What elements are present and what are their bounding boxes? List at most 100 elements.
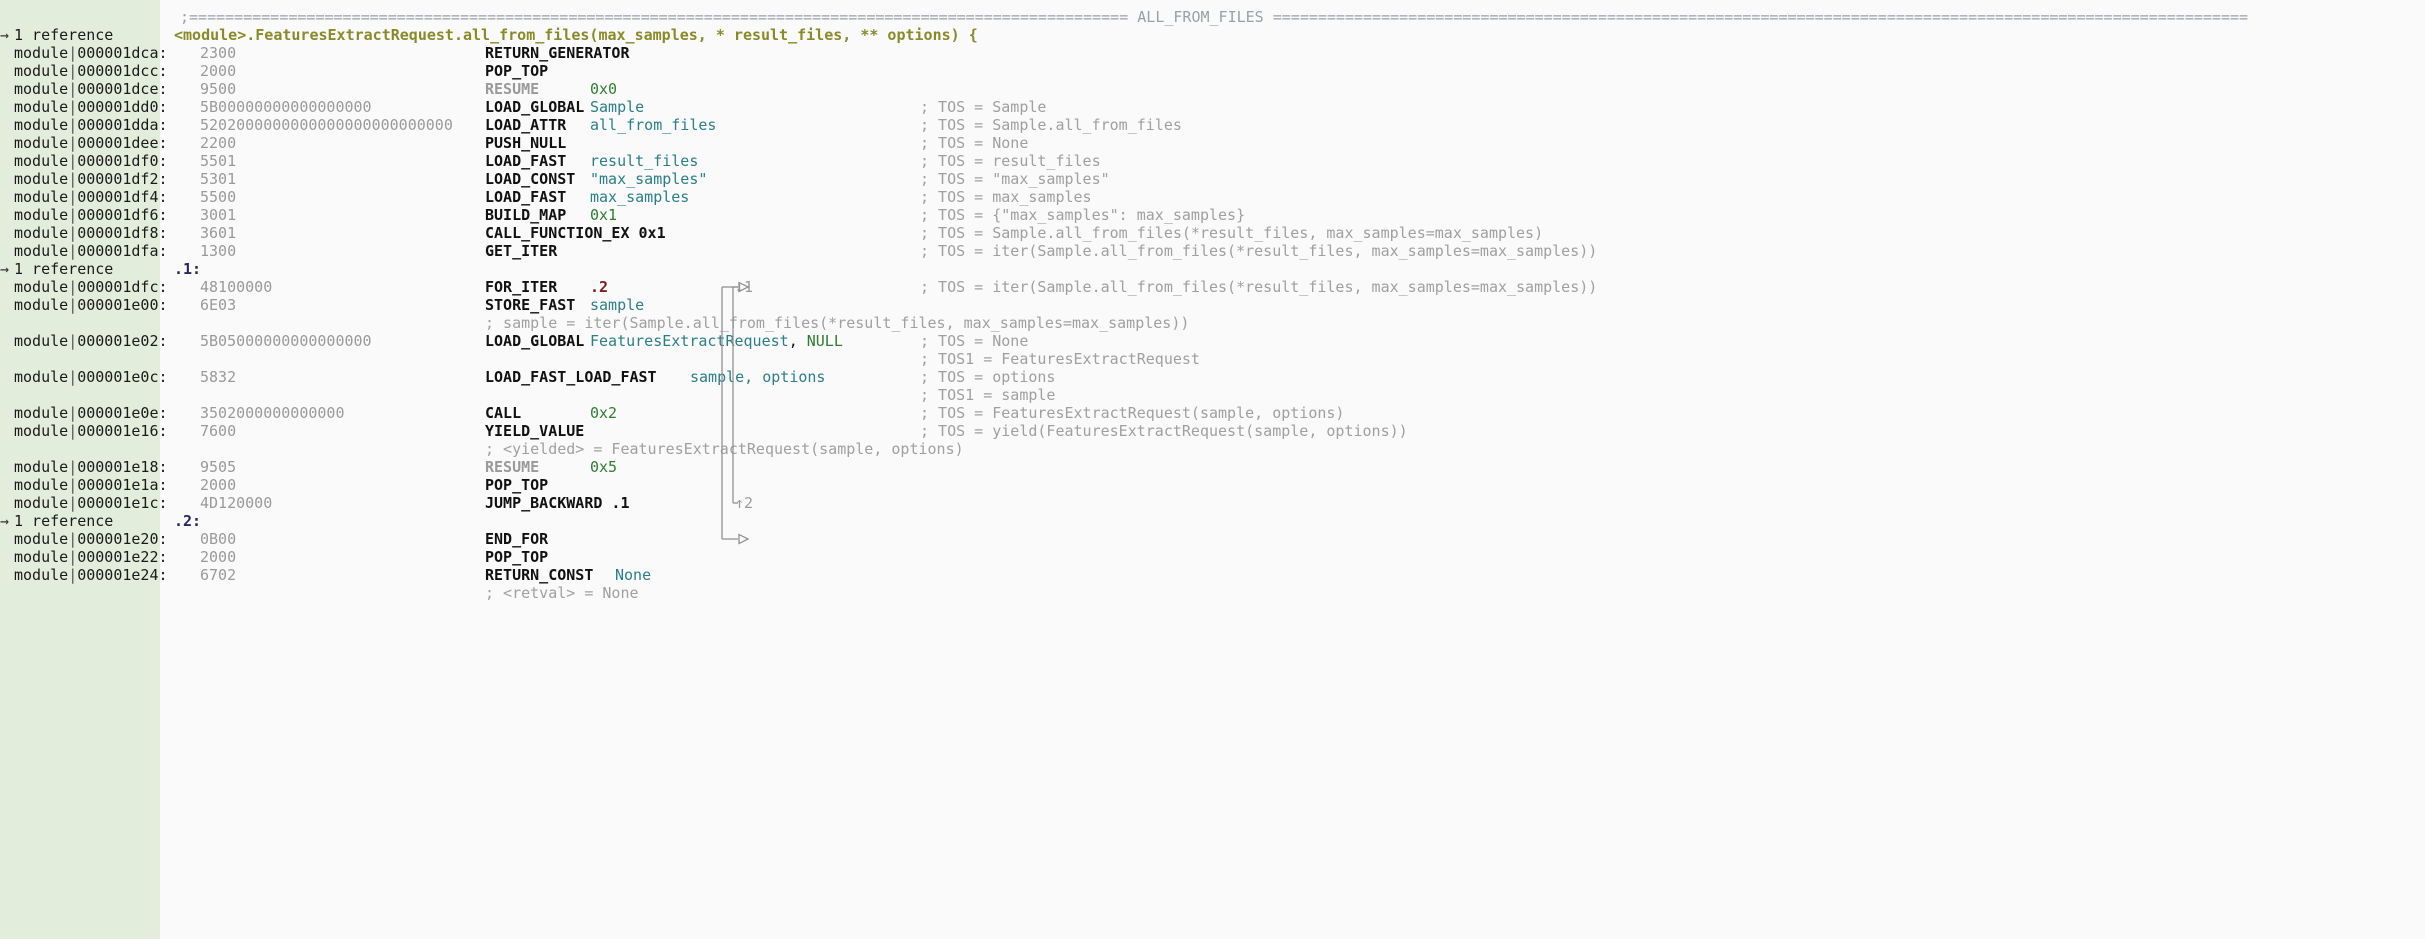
mnemonic[interactable]: POP_TOP [485,62,549,80]
gutter-address-row: module|000001dd0: [0,98,168,116]
gutter-address: 000001e02: [77,332,168,350]
operand[interactable]: max_samples [590,188,690,206]
reference-count-label[interactable]: 1 reference [14,260,114,278]
instruction-comment: ; TOS = {"max_samples": max_samples} [920,206,1246,224]
jump-label-row[interactable]: .2: [160,512,2425,530]
mnemonic[interactable]: FOR_ITER [485,278,558,296]
function-signature-row[interactable]: <module>.FeaturesExtractRequest.all_from… [160,26,2425,44]
mnemonic[interactable]: RETURN_CONST [485,566,594,584]
mnemonic[interactable]: LOAD_GLOBAL [485,332,585,350]
mnemonic[interactable]: BUILD_MAP [485,206,567,224]
reference-count-label[interactable]: 1 reference [14,26,114,44]
jump-label[interactable]: .2: [174,512,202,530]
gutter-module-label: module [14,494,69,512]
mnemonic[interactable]: LOAD_FAST [485,152,567,170]
operand[interactable]: None [615,566,652,584]
mnemonic[interactable]: END_FOR [485,530,549,548]
mnemonic[interactable]: PUSH_NULL [485,134,567,152]
gutter-separator: | [68,206,78,224]
mnemonic[interactable]: LOAD_GLOBAL [485,98,585,116]
operand[interactable]: FeaturesExtractRequest, NULL [590,332,843,350]
standalone-comment-row[interactable]: ; <retval> = None [160,584,2425,602]
mnemonic[interactable]: RESUME [485,80,540,98]
mnemonic[interactable]: LOAD_CONST [485,170,576,188]
section-banner[interactable]: ;=======================================… [160,8,2425,26]
gutter-separator: | [68,224,78,242]
reference-count-label[interactable]: 1 reference [14,512,114,530]
operand[interactable]: Sample [590,98,645,116]
gutter-spacer [0,458,14,476]
operand[interactable]: result_files [590,152,699,170]
mnemonic[interactable]: RETURN_GENERATOR [485,44,630,62]
mnemonic[interactable]: YIELD_VALUE [485,422,585,440]
operand[interactable]: 0x5 [590,458,618,476]
mnemonic[interactable]: POP_TOP [485,476,549,494]
mnemonic[interactable]: CALL [485,404,522,422]
standalone-comment-row[interactable]: ; <yielded> = FeaturesExtractRequest(sam… [160,440,2425,458]
gutter-address: 000001e1a: [77,476,168,494]
operand[interactable]: "max_samples" [590,170,708,188]
operand[interactable]: 0x0 [590,80,618,98]
mnemonic[interactable]: STORE_FAST [485,296,576,314]
operand[interactable]: sample, options [690,368,826,386]
operand-null: NULL [806,332,843,350]
instruction-comment: ; TOS = max_samples [920,188,1092,206]
mnemonic[interactable]: GET_ITER [485,242,558,260]
mnemonic[interactable]: LOAD_FAST [485,188,567,206]
gutter-blank-row [0,350,160,368]
function-signature[interactable]: <module>.FeaturesExtractRequest.all_from… [174,26,978,44]
operand[interactable]: .2 [590,278,609,296]
gutter-address-row: module|000001df2: [0,170,168,188]
mnemonic[interactable]: RESUME [485,458,540,476]
mnemonic[interactable]: JUMP_BACKWARD .1 [485,494,630,512]
mnemonic[interactable]: CALL_FUNCTION_EX 0x1 [485,224,666,242]
gutter-address-row: module|000001e16: [0,422,168,440]
operand[interactable]: 0x2 [590,404,618,422]
gutter-spacer [0,98,14,116]
gutter-module-label: module [14,296,69,314]
continuation-comment-row[interactable]: ; TOS1 = FeaturesExtractRequest [160,350,2425,368]
continuation-comment-row[interactable]: ; TOS1 = sample [160,386,2425,404]
gutter-spacer [0,296,14,314]
operand[interactable]: sample [590,296,645,314]
code-pane[interactable]: ;=======================================… [160,0,2425,939]
mnemonic[interactable]: LOAD_ATTR [485,116,567,134]
gutter-address-row: module|000001dfa: [0,242,168,260]
jump-label[interactable]: .1: [174,260,202,278]
operand[interactable]: 0x1 [590,206,618,224]
gutter-blank-row [0,584,160,602]
jump-label-row[interactable]: .1: [160,260,2425,278]
mnemonic[interactable]: POP_TOP [485,548,549,566]
gutter-module-label: module [14,368,69,386]
gutter-spacer [0,188,14,206]
standalone-comment-row[interactable]: ; sample = iter(Sample.all_from_files(*r… [160,314,2425,332]
mnemonic[interactable]: LOAD_FAST_LOAD_FAST [485,368,657,386]
address-gutter[interactable]: →1 reference module|000001dca: module|00… [0,0,168,939]
gutter-blank-row [0,8,160,26]
operand[interactable]: all_from_files [590,116,717,134]
